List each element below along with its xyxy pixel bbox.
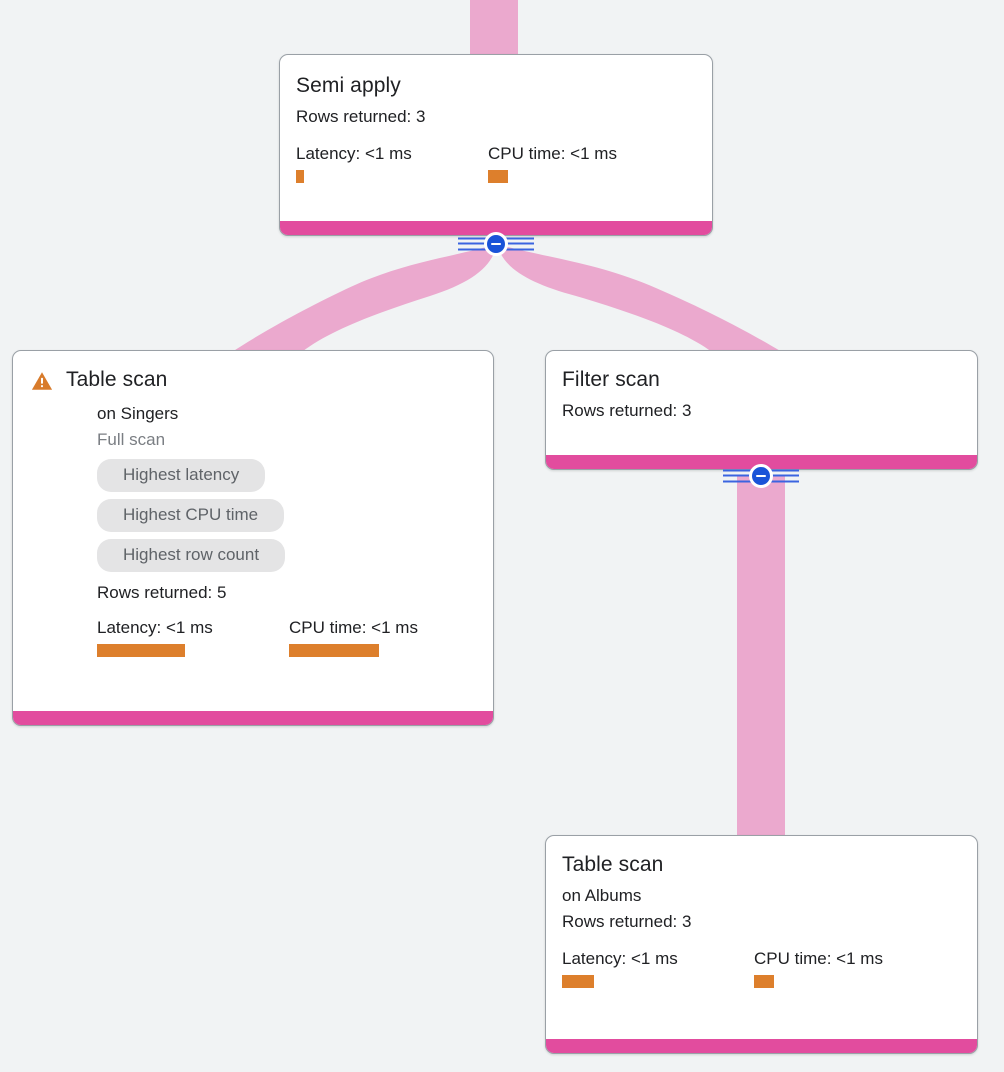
node-table-scan-singers-body: Table scan on Singers Full scan Highest … — [13, 351, 493, 711]
node-footer-bar — [13, 711, 493, 725]
warning-triangle-icon — [31, 372, 53, 390]
metric-latency: Latency: <1 ms — [296, 143, 488, 183]
node-scan-type: Full scan — [97, 430, 166, 449]
node-subtitle: on Singers — [97, 404, 179, 423]
metric-cpu-time: CPU time: <1 ms — [289, 617, 418, 657]
metric-cpu-time-bar — [754, 975, 774, 988]
node-table-scan-albums-body: Table scan on Albums Rows returned: 3 La… — [546, 836, 977, 1039]
node-title: Table scan — [562, 853, 664, 876]
node-title: Table scan — [66, 368, 168, 391]
node-semi-apply-body: Semi apply Rows returned: 3 Latency: <1 … — [280, 55, 712, 221]
metric-latency: Latency: <1 ms — [562, 948, 754, 988]
metric-latency-label: Latency: <1 ms — [97, 618, 213, 637]
metric-latency-label: Latency: <1 ms — [296, 144, 412, 163]
edge-incoming-top — [470, 0, 518, 56]
rows-returned: Rows returned: 3 — [562, 401, 692, 420]
node-footer-bar — [546, 455, 977, 469]
collapse-toggle-filter-scan[interactable] — [723, 462, 799, 490]
node-filter-scan-title-row: Filter scan — [562, 367, 961, 393]
metric-cpu-time-label: CPU time: <1 ms — [754, 949, 883, 968]
node-title: Semi apply — [296, 74, 401, 97]
chip-highest-latency[interactable]: Highest latency — [97, 459, 266, 492]
node-filter-scan[interactable]: Filter scan Rows returned: 3 — [545, 350, 978, 470]
node-filter-scan-body: Filter scan Rows returned: 3 — [546, 351, 977, 455]
metric-cpu-time-label: CPU time: <1 ms — [488, 144, 617, 163]
metrics-row: Latency: <1 ms CPU time: <1 ms — [296, 143, 696, 183]
rows-returned: Rows returned: 3 — [296, 107, 426, 126]
insight-chip-list: Highest latency Highest CPU time Highest… — [31, 459, 477, 572]
node-semi-apply-title-row: Semi apply — [296, 73, 696, 99]
metric-latency-bar — [562, 975, 594, 988]
metric-latency-bar — [97, 644, 185, 657]
metric-cpu-time-label: CPU time: <1 ms — [289, 618, 418, 637]
metric-cpu-time: CPU time: <1 ms — [754, 948, 883, 988]
rows-returned: Rows returned: 5 — [97, 583, 227, 602]
metric-latency-bar — [296, 170, 304, 183]
rows-returned: Rows returned: 3 — [562, 912, 692, 931]
collapse-toggle-semi-apply[interactable] — [458, 230, 534, 258]
chip-highest-row-count[interactable]: Highest row count — [97, 539, 286, 572]
metric-latency-label: Latency: <1 ms — [562, 949, 678, 968]
node-table-scan-albums[interactable]: Table scan on Albums Rows returned: 3 La… — [545, 835, 978, 1054]
metrics-row: Latency: <1 ms CPU time: <1 ms — [562, 948, 961, 988]
node-footer-bar — [546, 1039, 977, 1053]
node-table-scan-singers[interactable]: Table scan on Singers Full scan Highest … — [12, 350, 494, 726]
metric-cpu-time: CPU time: <1 ms — [488, 143, 617, 183]
node-semi-apply[interactable]: Semi apply Rows returned: 3 Latency: <1 … — [279, 54, 713, 236]
node-footer-bar — [280, 221, 712, 235]
edge-semiapply-to-tablescan-singers — [232, 244, 497, 352]
node-title: Filter scan — [562, 368, 660, 391]
minus-icon[interactable] — [484, 232, 508, 256]
node-table-scan-albums-title-row: Table scan — [562, 852, 961, 878]
minus-icon[interactable] — [749, 464, 773, 488]
metric-latency: Latency: <1 ms — [97, 617, 289, 657]
node-subtitle: on Albums — [562, 886, 642, 905]
chip-highest-cpu-time[interactable]: Highest CPU time — [97, 499, 285, 532]
metric-cpu-time-bar — [289, 644, 379, 657]
node-table-scan-singers-title-row: Table scan — [31, 367, 477, 393]
edge-filterscan-to-tablescan-albums — [737, 476, 785, 836]
edge-semiapply-to-filterscan — [497, 244, 782, 352]
metric-cpu-time-bar — [488, 170, 508, 183]
metrics-row: Latency: <1 ms CPU time: <1 ms — [31, 617, 477, 657]
